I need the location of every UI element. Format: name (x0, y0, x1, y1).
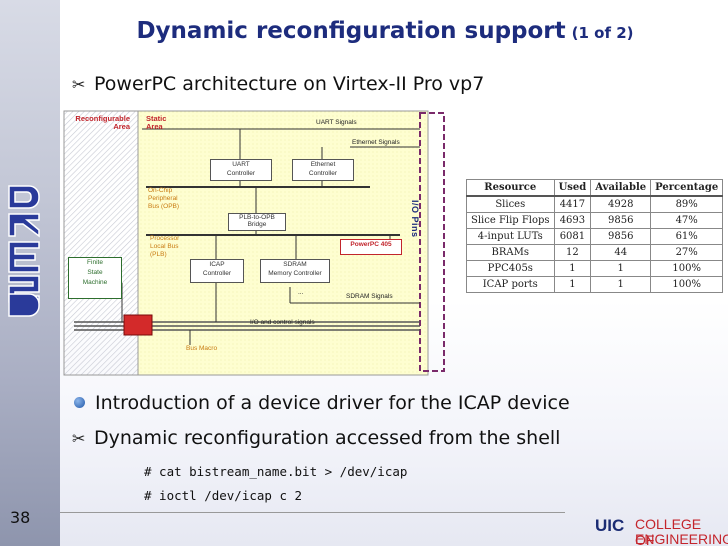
table-cell: 9856 (590, 212, 652, 229)
bullet-powerpc: ✂ PowerPC architecture on Virtex-II Pro v… (72, 73, 484, 95)
header-resource: Resource (466, 179, 555, 197)
table-cell: BRAMs (466, 244, 555, 261)
college-text: COLLEGE OF (635, 516, 702, 548)
powerpc-box: PowerPC 405 (340, 239, 402, 255)
title-part: (1 of 2) (571, 24, 634, 42)
left-sidebar-bar (0, 0, 60, 546)
dots-label: ... (298, 289, 304, 296)
uic-text: UIC (595, 516, 625, 535)
table-cell: 44 (590, 244, 652, 261)
uic-logo: UIC COLLEGE OF ENGINEERING (595, 516, 728, 548)
table-cell: 47% (650, 212, 724, 229)
io-pins-label: I/O Pins (410, 200, 420, 238)
sdram-signals-label: SDRAM Signals (346, 293, 393, 300)
table-cell: 12 (553, 244, 592, 261)
table-cell: 1 (553, 260, 592, 277)
table-cell: 1 (590, 260, 652, 277)
table-header-row: Resource Used Available Percentage (466, 179, 724, 197)
engineering-text: ENGINEERING (635, 531, 728, 547)
table-cell: 9856 (590, 228, 652, 245)
table-cell: ICAP ports (466, 276, 555, 293)
blue-dot-icon (74, 397, 85, 408)
bullet-text: Introduction of a device driver for the … (95, 392, 570, 414)
table-cell: 1 (553, 276, 592, 293)
title-text: Dynamic reconfiguration support (136, 18, 566, 44)
scissors-icon: ✂ (72, 429, 86, 448)
table-cell: Slice Flip Flops (466, 212, 555, 229)
code-line-ioctl: # ioctl /dev/icap c 2 (144, 488, 303, 503)
table-cell: Slices (466, 195, 555, 213)
table-cell: 6081 (553, 228, 592, 245)
table-cell: 4417 (553, 195, 592, 213)
table-cell: 4-input LUTs (466, 228, 555, 245)
uart-signals-label: UART Signals (316, 119, 357, 126)
table-cell: 89% (650, 195, 724, 213)
bullet-text: Dynamic reconfiguration accessed from th… (94, 427, 561, 449)
table-cell: PPC405s (466, 260, 555, 277)
scissors-icon: ✂ (72, 75, 86, 94)
header-used: Used (553, 179, 592, 197)
bullet-icap-driver: Introduction of a device driver for the … (72, 392, 570, 414)
header-percentage: Percentage (650, 179, 724, 197)
ethernet-signals-label: Ethernet Signals (352, 139, 400, 146)
page-number: 38 (10, 508, 31, 527)
bullet-shell: ✂ Dynamic reconfiguration accessed from t… (72, 427, 560, 449)
table-cell: 4928 (590, 195, 652, 213)
bus-macro-label: Bus Macro (186, 345, 218, 352)
slide-title: Dynamic reconfiguration support (1 of 2) (60, 18, 710, 44)
io-control-label: I/O and control signals (250, 319, 315, 326)
footer-divider (60, 512, 565, 513)
table-cell: 1 (590, 276, 652, 293)
code-line-cat: # cat bistream_name.bit > /dev/icap (144, 464, 408, 479)
table-cell: 100% (650, 260, 724, 277)
table-cell: 61% (650, 228, 724, 245)
table-cell: 4693 (553, 212, 592, 229)
table-cell: 100% (650, 276, 724, 293)
resource-table: Resource Used Available Percentage Slice… (466, 179, 724, 293)
header-available: Available (590, 179, 652, 197)
table-cell: 27% (650, 244, 724, 261)
dresd-logo-icon (8, 185, 40, 317)
bullet-text: PowerPC architecture on Virtex-II Pro vp… (94, 73, 485, 95)
